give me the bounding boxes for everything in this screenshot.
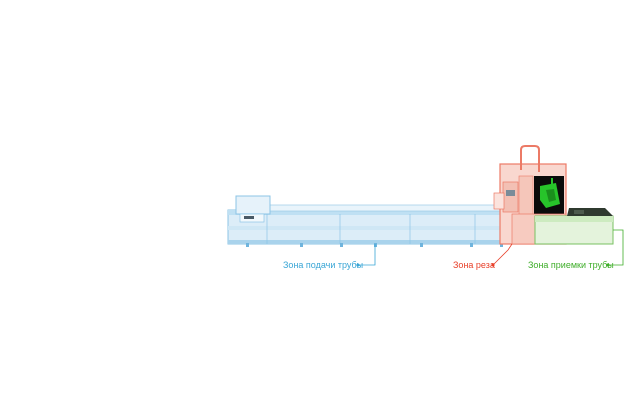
cutting-zone-label: Зона реза: [453, 260, 495, 270]
receiving-zone-table: [534, 208, 614, 245]
feed-zone-label: Зона подачи трубы: [283, 260, 364, 270]
leader-line-receive: [606, 229, 624, 267]
feed-zone-bed: [227, 195, 512, 247]
leader-line-cut: [491, 243, 513, 267]
leader-line-feed: [356, 244, 376, 267]
receiving-zone-label: Зона приемки трубы: [528, 260, 614, 270]
